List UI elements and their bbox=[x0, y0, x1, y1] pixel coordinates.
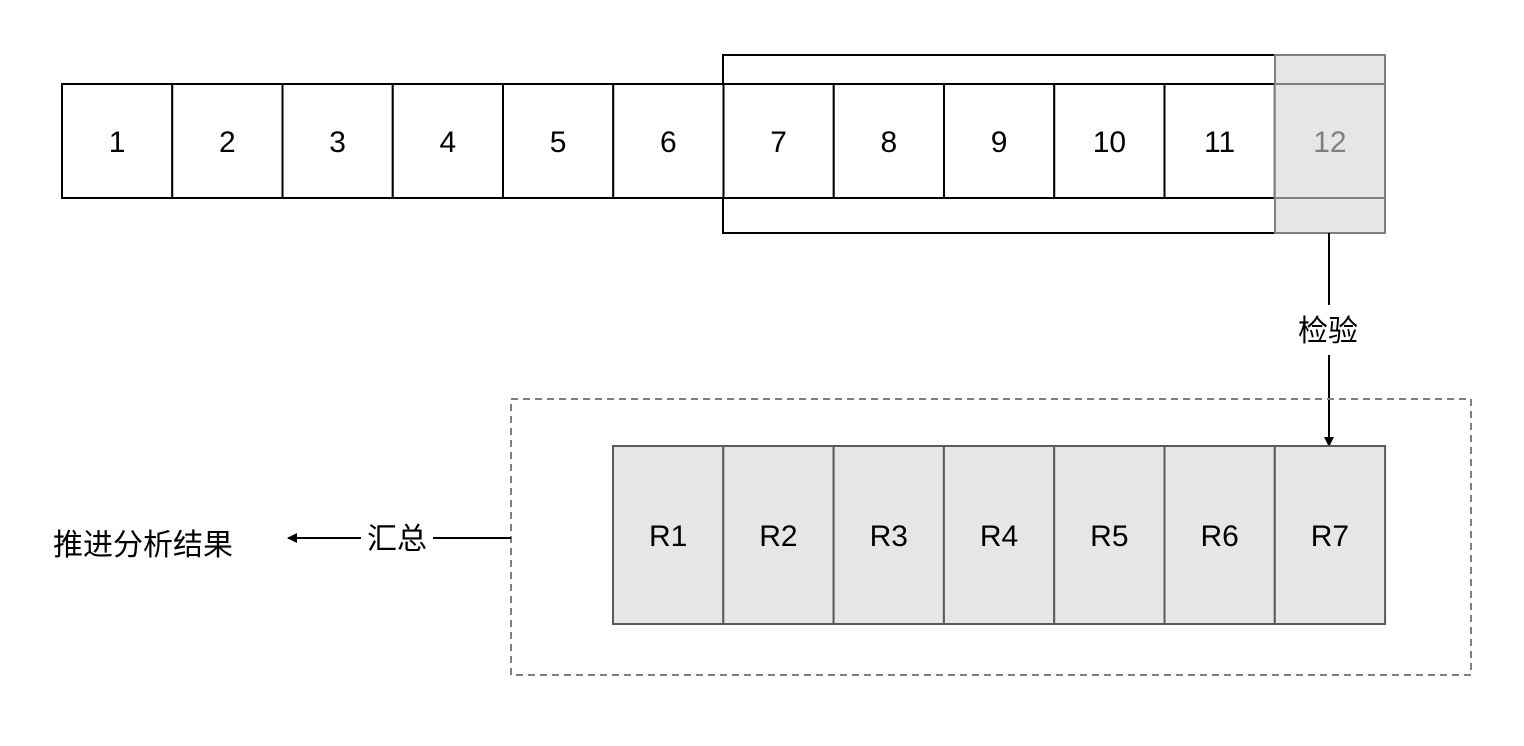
sequence-cell-6: 6 bbox=[612, 83, 725, 199]
sequence-cell-3: 3 bbox=[281, 83, 394, 199]
result-cell-r3-box bbox=[832, 445, 945, 625]
result-cell-r6: R6 bbox=[1163, 445, 1276, 625]
summary-label: 汇总 bbox=[367, 522, 427, 557]
result-cell-r4: R4 bbox=[942, 445, 1056, 625]
sequence-cell-5-label: 5 bbox=[550, 126, 567, 159]
sequence-cell-1: 1 bbox=[61, 83, 174, 199]
sequence-cell-8-box bbox=[832, 83, 945, 199]
result-row: R1 R2 R3 R4 R5 R6 R7 bbox=[612, 445, 1387, 625]
sequence-cell-11-label: 11 bbox=[1204, 126, 1235, 159]
sequence-cell-7: 7 bbox=[722, 83, 835, 199]
result-cell-r7-label: R7 bbox=[1311, 520, 1349, 553]
sequence-cell-2-label: 2 bbox=[219, 126, 236, 159]
sequence-cell-9-box bbox=[943, 83, 1056, 199]
result-cell-r7-box bbox=[1273, 445, 1387, 625]
sequence-cell-11-box bbox=[1163, 83, 1276, 199]
result-cell-r6-label: R6 bbox=[1200, 520, 1238, 553]
result-cell-r5: R5 bbox=[1053, 445, 1166, 625]
result-cell-r2-label: R2 bbox=[759, 520, 797, 553]
result-cell-r2: R2 bbox=[722, 445, 835, 625]
sequence-cell-3-label: 3 bbox=[329, 126, 346, 159]
result-cell-r4-box bbox=[942, 445, 1056, 625]
result-cell-r7: R7 bbox=[1273, 445, 1387, 625]
result-cell-r1-label: R1 bbox=[649, 520, 687, 553]
sequence-cell-4-box bbox=[391, 83, 504, 199]
sequence-cell-4-label: 4 bbox=[440, 126, 457, 159]
sequence-cell-12-label: 12 bbox=[1313, 126, 1346, 159]
sequence-cell-10-label: 10 bbox=[1093, 126, 1126, 159]
sequence-cell-2: 2 bbox=[171, 83, 284, 199]
sequence-cell-5: 5 bbox=[502, 83, 615, 199]
sequence-cell-11: 11 bbox=[1163, 83, 1276, 199]
final-result-label: 推进分析结果 bbox=[53, 528, 233, 563]
result-cell-r5-label: R5 bbox=[1090, 520, 1128, 553]
sequence-cell-7-label: 7 bbox=[770, 126, 787, 159]
sequence-cell-6-box bbox=[612, 83, 725, 199]
check-label: 检验 bbox=[1298, 314, 1358, 349]
result-cell-r5-box bbox=[1053, 445, 1166, 625]
result-cell-r3: R3 bbox=[832, 445, 945, 625]
result-cell-r6-box bbox=[1163, 445, 1276, 625]
result-cell-r3-label: R3 bbox=[870, 520, 908, 553]
sequence-cell-10: 10 bbox=[1053, 83, 1166, 199]
sequence-cell-8: 8 bbox=[832, 83, 945, 199]
result-cell-r2-box bbox=[722, 445, 835, 625]
sequence-cell-4: 4 bbox=[391, 83, 504, 199]
sequence-cell-8-label: 8 bbox=[881, 126, 898, 159]
result-cell-r1-box bbox=[612, 445, 725, 625]
sequence-cell-12-box bbox=[1273, 83, 1386, 199]
sequence-cell-1-box bbox=[61, 83, 174, 199]
sequence-cell-9-label: 9 bbox=[991, 126, 1008, 159]
sequence-cell-5-box bbox=[502, 83, 615, 199]
sequence-cell-6-label: 6 bbox=[660, 126, 677, 159]
sequence-cell-10-box bbox=[1053, 83, 1166, 199]
result-cell-r4-label: R4 bbox=[980, 520, 1018, 553]
sequence-cell-7-box bbox=[722, 83, 835, 199]
sequence-cell-12: 12 bbox=[1273, 83, 1386, 199]
sequence-cell-9: 9 bbox=[943, 83, 1056, 199]
sequence-cell-1-label: 1 bbox=[109, 126, 126, 159]
result-cell-r1: R1 bbox=[612, 445, 725, 625]
sequence-cell-3-box bbox=[281, 83, 394, 199]
